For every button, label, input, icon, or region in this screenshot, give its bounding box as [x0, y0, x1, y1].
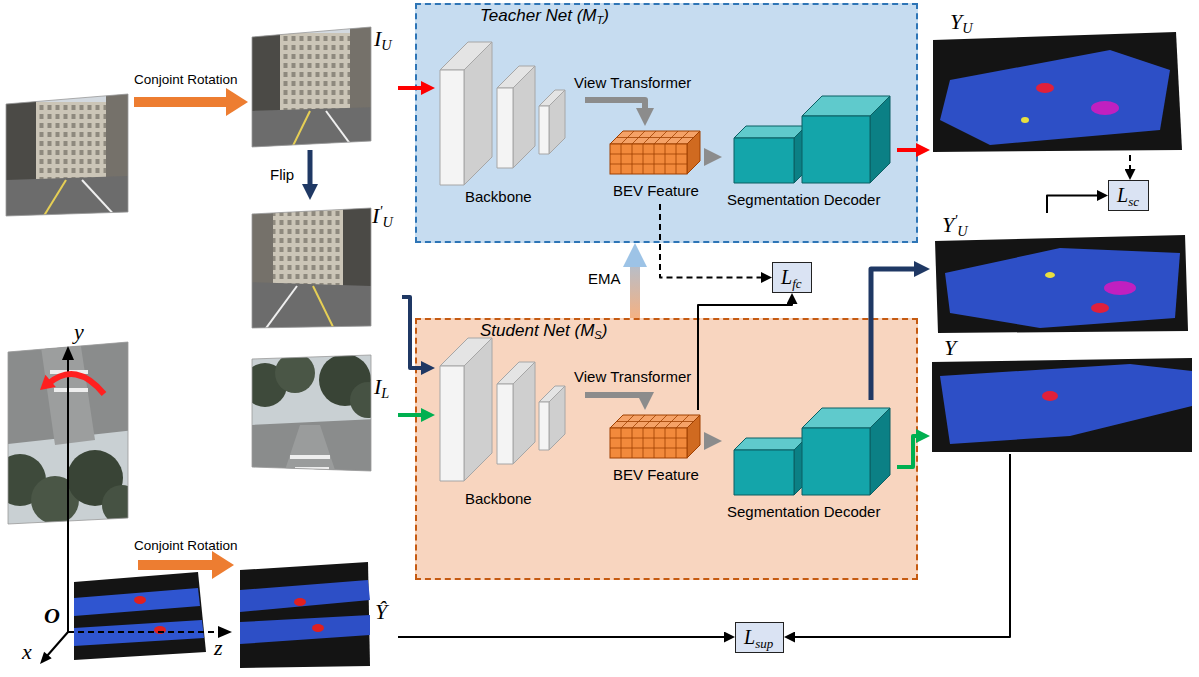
connector [791, 454, 1010, 637]
connector [398, 86, 427, 90]
ground-truth-map [74, 572, 206, 660]
connector [585, 395, 645, 399]
loss-box: Lsup [735, 622, 784, 653]
decoder-node: Segmentation Decoder [722, 400, 897, 525]
edge-label: Flip [270, 166, 294, 184]
operation-label: Conjoint Rotation [134, 538, 238, 554]
backbone-blocks [435, 38, 585, 210]
axis-label: O [44, 604, 60, 628]
edge-label-holder: View Transformer [574, 368, 691, 386]
bev-map-node: Y [930, 336, 1195, 454]
backbone-node: Backbone [435, 330, 585, 512]
node-label: IL [374, 375, 389, 399]
operation-label: Conjoint Rotation [134, 72, 238, 88]
node-label: Y [944, 336, 956, 360]
axis-label: x [22, 640, 32, 664]
edge-label-holder: EMA [588, 270, 621, 288]
axis-label: y [74, 320, 84, 344]
input-image: I'U [250, 200, 402, 330]
label-holder: z [214, 636, 223, 660]
label-holder: y [74, 320, 84, 344]
connector [1047, 196, 1101, 214]
connector [897, 436, 922, 467]
backbone-blocks [435, 330, 585, 512]
bev-map-node: Y'U [930, 213, 1190, 335]
bev-map [238, 560, 398, 670]
node-label: YU [950, 10, 973, 34]
connector [871, 269, 920, 400]
subscript: T [597, 14, 604, 26]
label-holder: Conjoint Rotation [134, 72, 238, 88]
node-label: I'U [372, 204, 393, 228]
node-label: Lfc [781, 266, 802, 288]
label-holder: Conjoint Rotation [134, 538, 238, 554]
node-label: Lsc [1117, 184, 1139, 206]
bev-map-node: Ŷ [238, 560, 398, 670]
subscript: U [962, 20, 972, 36]
edge-label-holder: View Transformer [574, 74, 691, 92]
node-label: Teacher Net (MT) [480, 6, 609, 26]
photo [250, 355, 398, 480]
subscript: U [381, 37, 391, 53]
source-photo [0, 340, 142, 530]
node-label: IU [374, 27, 392, 51]
bev-map [930, 336, 1195, 454]
rotation-arrow [134, 88, 248, 579]
bev-feature-node: BEV Feature [605, 410, 705, 488]
node-label: Backbone [465, 490, 532, 508]
edge-label-holder: Flip [270, 166, 294, 184]
decoder-node: Segmentation Decoder [722, 88, 897, 213]
subscript: U [382, 214, 392, 230]
connector [585, 100, 645, 115]
superscript: ' [379, 203, 382, 219]
node-label: Y'U [942, 213, 968, 237]
node-label: BEV Feature [613, 466, 699, 484]
input-image: IL [250, 355, 398, 480]
edge-label: EMA [588, 270, 621, 288]
bev-map [930, 213, 1190, 335]
loss-box: Lsc [1108, 180, 1149, 211]
node-label: BEV Feature [613, 182, 699, 200]
connector [705, 438, 711, 444]
subscript: L [381, 385, 389, 401]
connector [308, 150, 313, 190]
node-label: Ŷ [375, 600, 387, 624]
node-label: Lsup [744, 626, 773, 648]
node-label: Segmentation Decoder [727, 191, 880, 209]
subscript: S [594, 329, 601, 341]
bev-feature-node: BEV Feature [605, 126, 705, 204]
rotation-symbol [40, 374, 104, 394]
student-net-box: Student Net (MS) Backbone BEV FeatureSegme… [415, 318, 918, 580]
axis-label: z [214, 636, 223, 660]
loss-box: Lfc [772, 262, 812, 293]
input-image: IU [250, 25, 398, 150]
node-label: Student Net (MS) [480, 321, 607, 341]
backbone-node: Backbone [435, 38, 585, 210]
bev-map-node: YU [930, 10, 1185, 155]
subscript: fc [792, 276, 801, 291]
teacher-net-box: Teacher Net (MT) Backbone BEV FeatureSegme… [415, 3, 918, 243]
edge-label: View Transformer [574, 74, 691, 92]
connector [1129, 155, 1131, 173]
subscript: sc [1128, 194, 1139, 209]
connector [698, 300, 792, 410]
connector [630, 257, 640, 318]
connector [897, 148, 922, 152]
connector [705, 154, 711, 160]
superscript: ' [954, 212, 957, 228]
node-label: Segmentation Decoder [727, 503, 880, 521]
connector [398, 413, 427, 417]
connector [660, 204, 765, 278]
node-label: Backbone [465, 188, 532, 206]
axes [40, 346, 232, 664]
connector [398, 636, 728, 638]
subscript: U [957, 223, 967, 239]
connector [402, 297, 427, 368]
subscript: sup [755, 636, 773, 651]
source-photo [6, 94, 136, 219]
label-holder: O [44, 604, 60, 628]
label-holder: x [22, 640, 32, 664]
edge-label: View Transformer [574, 368, 691, 386]
